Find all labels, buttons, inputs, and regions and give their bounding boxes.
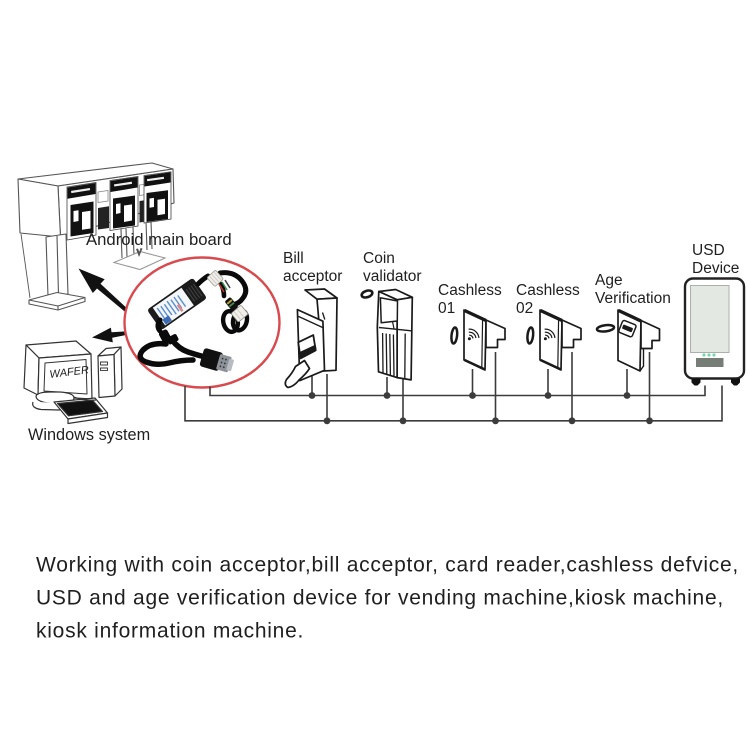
svg-text:Android main board: Android main board [86,230,232,249]
svg-text:Windows system: Windows system [28,426,150,444]
svg-text:Age: Age [595,272,623,289]
svg-text:kiosk information machine.: kiosk information machine. [36,620,304,643]
svg-text:Device: Device [692,260,739,277]
svg-text:acceptor: acceptor [283,268,342,285]
svg-text:Working with coin acceptor,bil: Working with coin acceptor,bill acceptor… [36,554,739,577]
svg-text:Cashless: Cashless [438,282,502,299]
svg-text:Bill: Bill [283,250,304,267]
svg-text:USD: USD [692,242,725,259]
svg-text:Cashless: Cashless [516,282,580,299]
svg-text:Verification: Verification [595,290,671,307]
svg-text:validator: validator [363,268,422,285]
svg-text:01: 01 [438,300,455,317]
svg-text:02: 02 [516,300,533,317]
svg-text:WAFER: WAFER [49,364,90,381]
svg-text:Coin: Coin [363,250,395,267]
svg-text:USD and age verification devic: USD and age verification device for vend… [36,587,724,610]
